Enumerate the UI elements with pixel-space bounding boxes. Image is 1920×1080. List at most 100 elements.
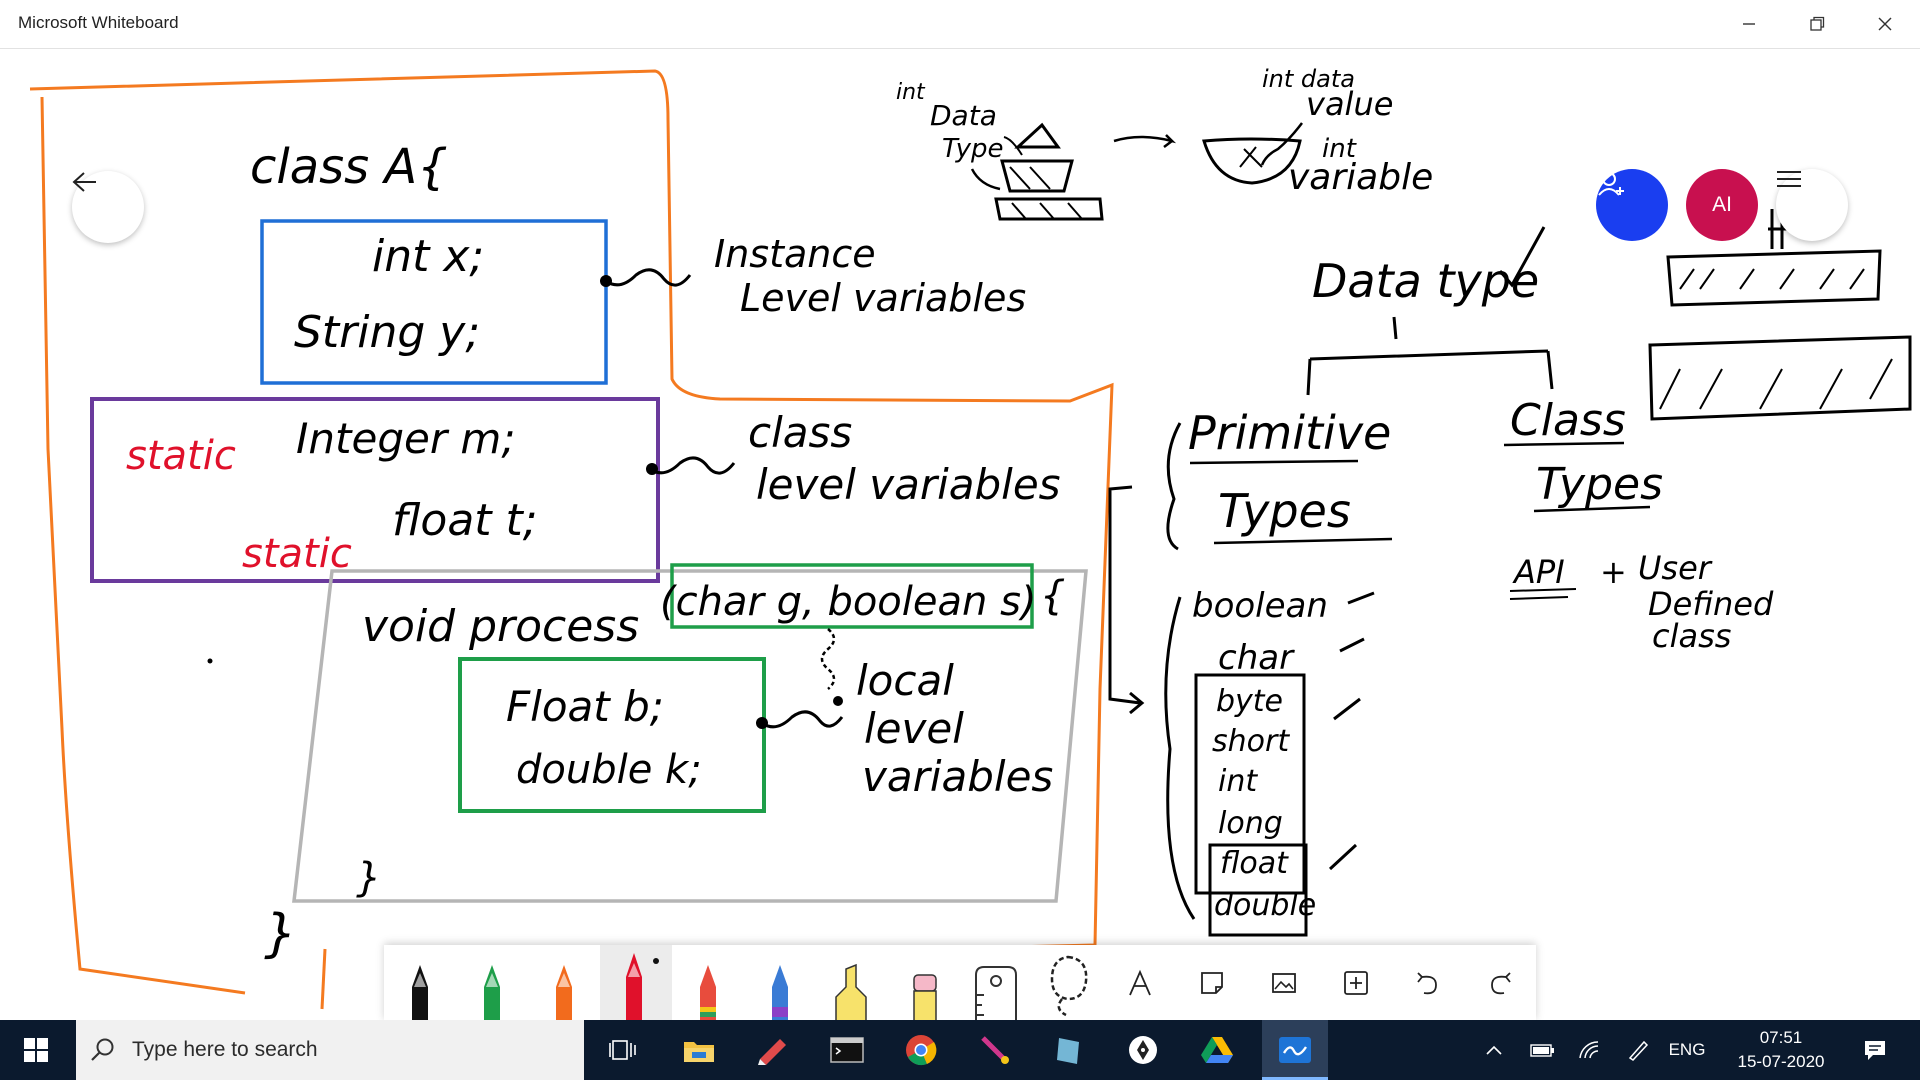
- eraser-icon: [913, 974, 937, 1021]
- pen-icon: [700, 965, 716, 1021]
- back-button[interactable]: [72, 171, 144, 243]
- red-pen-tool[interactable]: [600, 945, 672, 1021]
- primitive-boolean: boolean: [1192, 586, 1328, 626]
- primitive-byte: byte: [1216, 684, 1283, 719]
- tree-user: User: [1638, 549, 1713, 587]
- minimize-button[interactable]: [1714, 0, 1784, 48]
- drive-icon: [1201, 1037, 1233, 1063]
- sketch-value-label: value: [1306, 85, 1393, 123]
- sketch-int-data-label: int data: [1262, 65, 1355, 93]
- insert-tool[interactable]: [1320, 945, 1392, 1021]
- sketch-int-label: int: [896, 80, 926, 105]
- inking-toolbar: [384, 945, 1536, 1021]
- search-icon: [91, 1038, 114, 1061]
- restore-button[interactable]: [1782, 0, 1852, 48]
- terminal-button[interactable]: [814, 1020, 880, 1080]
- search-placeholder: Type here to search: [132, 1038, 318, 1061]
- snipping-tool-button[interactable]: [962, 1020, 1028, 1080]
- image-icon: [1272, 973, 1296, 993]
- google-drive-button[interactable]: [1184, 1020, 1250, 1080]
- tree-root: Data type: [1312, 254, 1539, 308]
- instance-label-1: Instance: [714, 232, 876, 276]
- start-button[interactable]: [0, 1020, 72, 1080]
- wifi-indicator[interactable]: [1568, 1020, 1612, 1080]
- ruler-tool[interactable]: [960, 945, 1032, 1021]
- primitive-char: char: [1218, 638, 1295, 678]
- lasso-icon: [1050, 955, 1088, 1017]
- tree-plus: +: [1600, 553, 1627, 591]
- account-avatar[interactable]: AI: [1686, 169, 1758, 241]
- primitive-double: double: [1214, 888, 1316, 923]
- ink-app-button[interactable]: [1110, 1020, 1176, 1080]
- highlighter-tool[interactable]: [816, 945, 888, 1021]
- tree-class-small: class: [1652, 617, 1731, 655]
- settings-menu-button[interactable]: [1776, 169, 1848, 241]
- local-var-float: Float b;: [506, 682, 664, 731]
- static-var-integer: Integer m;: [296, 414, 516, 463]
- terminal-icon: [830, 1037, 864, 1063]
- pen-icon: [412, 965, 428, 1021]
- wifi-icon: [1579, 1041, 1599, 1059]
- note-tool[interactable]: [1176, 945, 1248, 1021]
- show-hidden-icons-button[interactable]: [1476, 1020, 1512, 1080]
- local-var-double: double k;: [516, 747, 702, 793]
- file-explorer-button[interactable]: [666, 1020, 732, 1080]
- whiteboard-canvas[interactable]: class A{ int x; String y; Instance Level…: [0, 49, 1920, 1019]
- instance-label-2: Level variables: [740, 276, 1026, 320]
- orange-pen-tool[interactable]: [528, 945, 600, 1021]
- tree-primitive: Primitive: [1188, 406, 1391, 460]
- ruler-icon: [975, 966, 1017, 1021]
- primitive-short: short: [1212, 724, 1290, 759]
- windows-logo-icon: [24, 1038, 48, 1062]
- sketch-data-label: Data: [930, 99, 997, 132]
- back-arrow-icon: [72, 172, 96, 192]
- rainbow-pen-tool[interactable]: [672, 945, 744, 1021]
- redo-icon: [1491, 972, 1511, 995]
- galaxy-pen-tool[interactable]: [744, 945, 816, 1021]
- task-view-icon: [609, 1040, 636, 1060]
- close-button[interactable]: [1850, 0, 1920, 48]
- undo-button[interactable]: [1392, 945, 1464, 1021]
- black-pen-tool[interactable]: [384, 945, 456, 1021]
- local-label-2: level: [864, 704, 964, 753]
- chrome-icon: [906, 1035, 937, 1066]
- task-view-button[interactable]: [590, 1020, 656, 1080]
- class-close-brace: }: [264, 904, 297, 964]
- lasso-select-tool[interactable]: [1032, 945, 1104, 1021]
- class-declaration: class A{: [250, 139, 448, 195]
- image-tool[interactable]: [1248, 945, 1320, 1021]
- highlighter-icon: [835, 963, 867, 1021]
- whiteboard-app-button[interactable]: [1262, 1020, 1328, 1080]
- sticky-note-icon: [1201, 972, 1223, 994]
- tree-types-right: Types: [1536, 459, 1663, 510]
- notification-icon: [1865, 1041, 1885, 1060]
- primitive-long: long: [1218, 806, 1283, 841]
- restore-icon: [1810, 16, 1825, 31]
- eraser-tool[interactable]: [888, 945, 960, 1021]
- tree-api: API: [1512, 553, 1565, 591]
- tree-defined: Defined: [1648, 585, 1774, 623]
- sketch-type-label: Type: [942, 134, 1004, 164]
- pen-icon: [484, 965, 500, 1021]
- pen-icon: [556, 965, 572, 1021]
- pen-sparkle-icon: [981, 1036, 1009, 1064]
- text-tool[interactable]: [1104, 945, 1176, 1021]
- hamburger-icon: [1777, 171, 1801, 187]
- action-center-button[interactable]: [1850, 1020, 1900, 1080]
- notes-app-button[interactable]: [1036, 1020, 1102, 1080]
- language-indicator[interactable]: ENG: [1668, 1040, 1706, 1059]
- class-outline: [29, 69, 1114, 951]
- local-label-1: local: [856, 656, 954, 705]
- chrome-button[interactable]: [888, 1020, 954, 1080]
- redo-button[interactable]: [1464, 945, 1536, 1021]
- invite-button[interactable]: [1596, 169, 1668, 241]
- static-var-float: float t;: [392, 495, 538, 546]
- add-person-icon: [1598, 172, 1624, 196]
- board-drawing: class A{ int x; String y; Instance Level…: [29, 65, 1912, 1010]
- clock[interactable]: 07:51 15-07-2020: [1716, 1026, 1846, 1074]
- taskbar-search-box[interactable]: Type here to search: [76, 1020, 584, 1080]
- battery-indicator[interactable]: [1520, 1020, 1564, 1080]
- paint-app-button[interactable]: [740, 1020, 806, 1080]
- pen-workspace-button[interactable]: [1616, 1020, 1660, 1080]
- green-pen-tool[interactable]: [456, 945, 528, 1021]
